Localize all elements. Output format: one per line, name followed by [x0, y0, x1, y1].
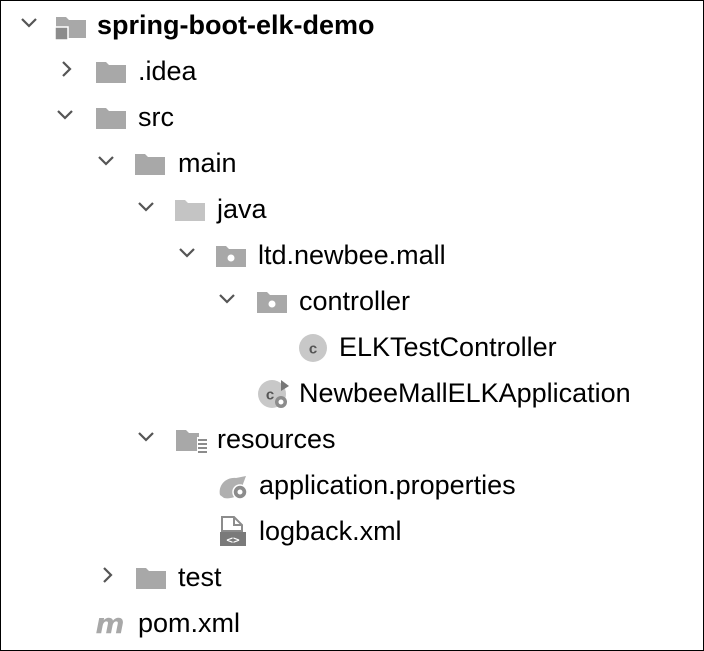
maven-icon: m [95, 607, 124, 639]
chevron-down-icon[interactable] [136, 427, 156, 447]
tree-node-label: .idea [138, 56, 197, 86]
chevron-right-icon[interactable] [98, 565, 118, 585]
tree-node-label: pom.xml [138, 608, 241, 638]
chevron-down-icon[interactable] [177, 243, 197, 263]
chevron-down-icon[interactable] [19, 13, 39, 33]
tree-node-package[interactable]: ltd.newbee.mall [1, 235, 701, 275]
tree-node-root[interactable]: spring-boot-elk-demo [1, 5, 701, 45]
tree-node-label: application.properties [259, 470, 516, 500]
folder-icon [96, 108, 126, 129]
tree-node-label: main [178, 148, 237, 178]
tree-node-idea[interactable]: .idea [1, 51, 701, 91]
tree-node-test[interactable]: test [1, 557, 701, 597]
tree-node-label: ELKTestController [339, 332, 557, 362]
tree-node-src[interactable]: src [1, 97, 701, 137]
tree-node-label: ltd.newbee.mall [258, 240, 446, 270]
tree-node-pom-xml[interactable]: m pom.xml [1, 603, 701, 643]
package-icon [216, 246, 246, 267]
resources-folder-icon [176, 430, 208, 453]
svg-text:<>: <> [226, 534, 240, 547]
tree-node-resources[interactable]: resources [1, 419, 701, 459]
module-folder-icon [54, 17, 86, 41]
tree-node-controller[interactable]: controller [1, 281, 701, 321]
chevron-down-icon[interactable] [217, 289, 237, 309]
tree-node-java[interactable]: java [1, 189, 701, 229]
tree-node-label: test [178, 562, 222, 592]
chevron-down-icon[interactable] [55, 105, 75, 125]
tree-node-application-class[interactable]: c NewbeeMallELKApplication [1, 373, 701, 413]
svg-text:m: m [95, 607, 124, 639]
tree-node-label: src [138, 102, 174, 132]
tree-node-label: spring-boot-elk-demo [97, 10, 375, 40]
tree-node-application-properties[interactable]: application.properties [1, 465, 701, 505]
tree-node-elk-test-controller[interactable]: c ELKTestController [1, 327, 701, 367]
tree-node-logback-xml[interactable]: <> logback.xml [1, 511, 701, 551]
java-class-icon: c [299, 334, 327, 362]
spring-properties-icon [219, 476, 248, 500]
svg-text:c: c [309, 341, 317, 358]
chevron-down-icon[interactable] [136, 197, 156, 217]
tree-node-label: NewbeeMallELKApplication [299, 378, 631, 408]
spring-boot-class-icon: c [258, 380, 289, 408]
chevron-right-icon[interactable] [57, 59, 77, 79]
xml-file-icon: <> [220, 516, 246, 547]
source-folder-icon [175, 200, 205, 221]
tree-node-label: java [217, 194, 267, 224]
tree-node-label: logback.xml [259, 516, 402, 546]
folder-icon [96, 62, 126, 83]
package-icon [257, 292, 287, 313]
chevron-down-icon[interactable] [96, 151, 116, 171]
tree-node-label: controller [299, 286, 411, 316]
tree-node-label: resources [217, 424, 336, 454]
folder-icon [135, 154, 165, 175]
folder-icon [136, 568, 166, 589]
svg-text:c: c [266, 387, 274, 404]
tree-node-main[interactable]: main [1, 143, 701, 183]
